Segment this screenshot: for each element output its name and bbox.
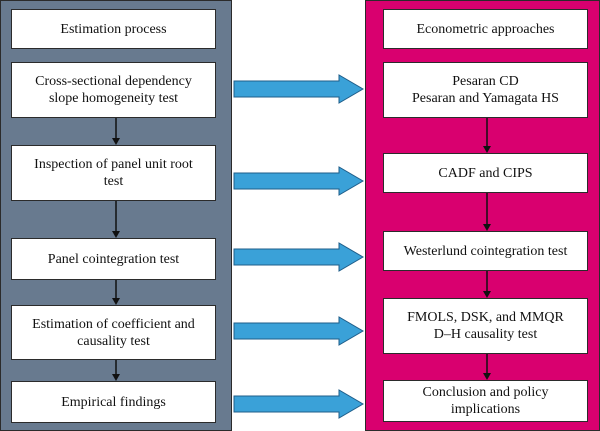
right-down-arrow-4 [483, 354, 491, 380]
right-step-5-line-1: Conclusion and policy [422, 385, 549, 400]
right-down-arrow-1 [483, 118, 491, 153]
left-step-1-line-1: Cross-sectional dependency [35, 74, 192, 89]
right-step-3-line-1: Westerlund cointegration test [403, 243, 568, 259]
left-step-4-line-1: Estimation of coefficient and [32, 316, 195, 332]
right-step-fmols: FMOLS, DSK, and MMQR D–H causality test [383, 298, 588, 354]
left-step-5-line-1: Empirical findings [61, 394, 166, 410]
horizontal-arrow-3 [233, 242, 364, 272]
right-step-conclusion: Conclusion and policy implications [383, 380, 588, 422]
left-down-arrow-4 [112, 360, 120, 381]
left-header-box: Estimation process [11, 9, 216, 49]
right-step-5-line-2: implications [450, 402, 521, 417]
left-step-1-line-2: slope homogeneity test [48, 91, 179, 106]
right-header-box: Econometric approaches [383, 9, 588, 49]
right-step-4-line-2: D–H causality test [433, 327, 538, 342]
left-step-empirical-findings: Empirical findings [11, 381, 216, 423]
right-step-2-line-1: CADF and CIPS [438, 165, 533, 181]
horizontal-arrow-4 [233, 316, 364, 346]
left-down-arrow-1 [112, 118, 120, 145]
left-step-4-line-2: causality test [77, 333, 150, 349]
right-step-4-line-1: FMOLS, DSK, and MMQR [407, 310, 564, 325]
horizontal-arrow-1 [233, 74, 364, 104]
left-step-panel-cointegration: Panel cointegration test [11, 238, 216, 280]
left-step-cross-sectional-dependency: Cross-sectional dependency slope homogen… [11, 62, 216, 118]
right-step-pesaran: Pesaran CD Pesaran and Yamagata HS [383, 62, 588, 118]
right-step-1-line-1: Pesaran CD [452, 74, 519, 89]
left-down-arrow-2 [112, 201, 120, 238]
left-step-panel-unit-root: Inspection of panel unit root test [11, 145, 216, 201]
right-step-westerlund: Westerlund cointegration test [383, 231, 588, 271]
left-step-3-line-1: Panel cointegration test [47, 251, 180, 267]
horizontal-arrow-5 [233, 389, 364, 419]
right-down-arrow-2 [483, 193, 491, 231]
right-down-arrow-3 [483, 271, 491, 298]
left-step-estimation-coefficient: Estimation of coefficient and causality … [11, 305, 216, 360]
horizontal-arrow-2 [233, 166, 364, 196]
left-header: Estimation process [60, 21, 167, 37]
right-header: Econometric approaches [416, 21, 555, 37]
left-step-2-line-1: Inspection of panel unit root [34, 157, 193, 172]
left-step-2-line-2: test [103, 174, 124, 189]
right-step-1-line-2: Pesaran and Yamagata HS [412, 91, 559, 106]
right-step-cadf-cips: CADF and CIPS [383, 153, 588, 193]
left-down-arrow-3 [112, 280, 120, 305]
